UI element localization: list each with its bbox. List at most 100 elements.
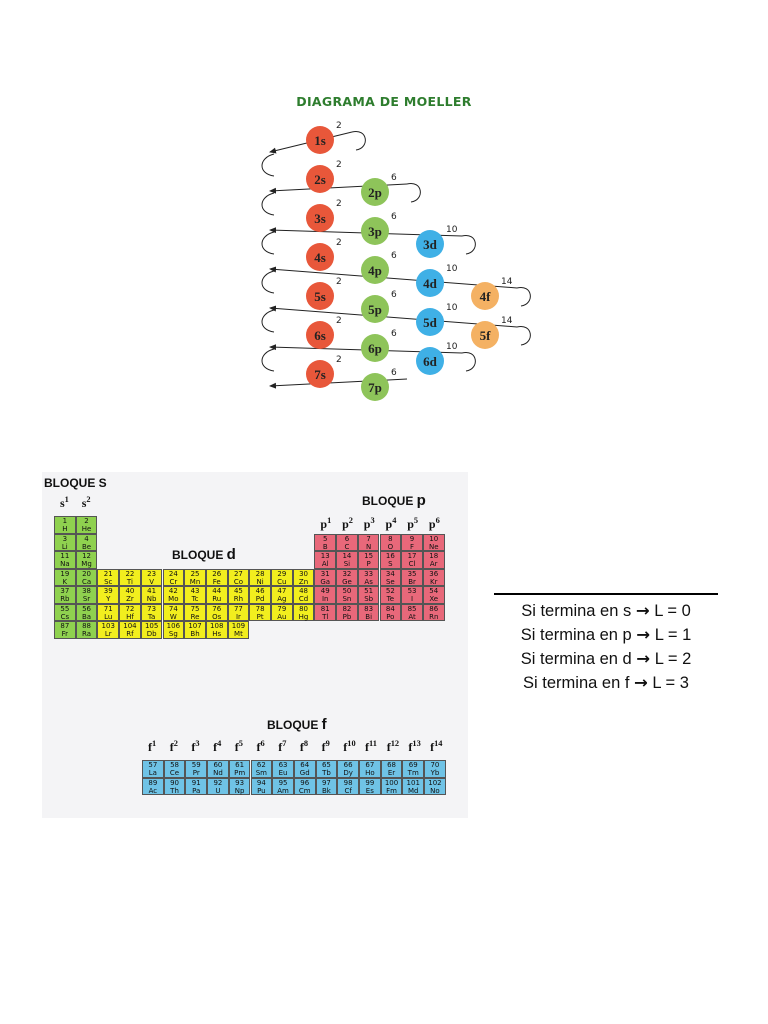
atomic-number: 33 <box>364 569 374 578</box>
element-symbol: Cu <box>277 577 287 586</box>
orbital-circle <box>306 282 334 310</box>
rule-value: L = 0 <box>649 602 691 620</box>
orbital-capacity: 10 <box>446 225 458 235</box>
orbital-capacity: 6 <box>391 173 397 183</box>
orbital-capacity: 2 <box>336 121 342 131</box>
orbital-capacity: 2 <box>336 277 342 287</box>
atomic-number: 6 <box>344 534 350 543</box>
element-symbol: Hf <box>126 612 134 621</box>
rule-value: L = 1 <box>650 626 692 644</box>
element-symbol: I <box>410 595 414 603</box>
element-symbol: Cs <box>60 612 70 621</box>
atomic-number: 96 <box>300 778 310 787</box>
orbital-label: 2s <box>314 172 326 187</box>
atomic-number: 42 <box>168 587 178 595</box>
element-symbol: Th <box>170 786 179 795</box>
orbital-label: 4p <box>368 263 382 278</box>
element-symbol: Br <box>408 577 416 586</box>
element-symbol: Mg <box>81 560 92 568</box>
element-symbol: Mt <box>234 630 243 638</box>
atomic-number: 53 <box>407 587 417 595</box>
element-symbol: F <box>410 542 415 551</box>
atomic-number: 36 <box>429 569 439 578</box>
atomic-number: 24 <box>168 569 178 578</box>
element-symbol: Bi <box>365 612 373 621</box>
element-symbol: As <box>364 577 373 586</box>
element-symbol: Pr <box>192 769 200 777</box>
element-symbol: Ca <box>81 577 92 586</box>
element-symbol: Al <box>321 560 329 568</box>
element-symbol: Ne <box>428 542 439 551</box>
orbital-capacity: 14 <box>501 277 513 287</box>
atomic-number: 97 <box>321 778 331 787</box>
atomic-number: 103 <box>101 622 115 630</box>
atomic-number: 16 <box>385 552 395 560</box>
orbital-label: 3s <box>314 211 326 226</box>
atomic-number: 64 <box>300 761 310 769</box>
orbital-label: 7p <box>368 380 382 395</box>
element-symbol: Ce <box>169 769 180 777</box>
element-symbol: Kr <box>430 577 438 586</box>
orbital-circle <box>416 347 444 375</box>
p-header: p2 <box>342 516 353 531</box>
atomic-number: 41 <box>147 587 157 595</box>
atomic-number: 28 <box>255 569 265 578</box>
orbital-circle <box>306 126 334 154</box>
orbital-circle <box>306 243 334 271</box>
element-symbol: Zn <box>298 577 309 586</box>
atomic-number: 69 <box>408 761 418 769</box>
element-symbol: Rn <box>429 612 439 621</box>
atomic-number: 76 <box>212 604 222 613</box>
atomic-number: 58 <box>170 761 179 769</box>
atomic-number: 2 <box>84 517 89 525</box>
atomic-number: 83 <box>364 604 374 613</box>
element-symbol: Cm <box>298 786 311 795</box>
p-header: p5 <box>407 516 419 531</box>
orbital-label: 5d <box>423 315 438 330</box>
orbital-3s: 3s2 <box>306 199 342 232</box>
atomic-number: 43 <box>190 587 200 595</box>
atomic-number: 94 <box>256 778 266 787</box>
element-symbol: Te <box>386 595 395 603</box>
atomic-number: 75 <box>190 604 200 613</box>
orbital-capacity: 6 <box>391 368 397 378</box>
block-p-label: BLOQUE p <box>362 492 426 509</box>
orbital-2p: 2p6 <box>361 173 397 206</box>
rule-condition: Si termina en p <box>520 626 637 644</box>
atomic-number: 8 <box>388 534 393 543</box>
atomic-number: 55 <box>60 604 70 613</box>
atomic-number: 79 <box>277 604 287 613</box>
element-symbol: Nb <box>146 595 157 603</box>
block-f-label: BLOQUE f <box>267 716 327 733</box>
f-header: f10 <box>343 739 356 754</box>
element-symbol: Nd <box>213 769 223 777</box>
f-header: f12 <box>386 739 400 754</box>
atomic-number: 19 <box>60 569 70 578</box>
f-header: f3 <box>191 739 200 754</box>
atomic-number: 5 <box>323 534 328 543</box>
atomic-number: 105 <box>144 622 159 630</box>
atomic-number: 78 <box>255 604 265 613</box>
